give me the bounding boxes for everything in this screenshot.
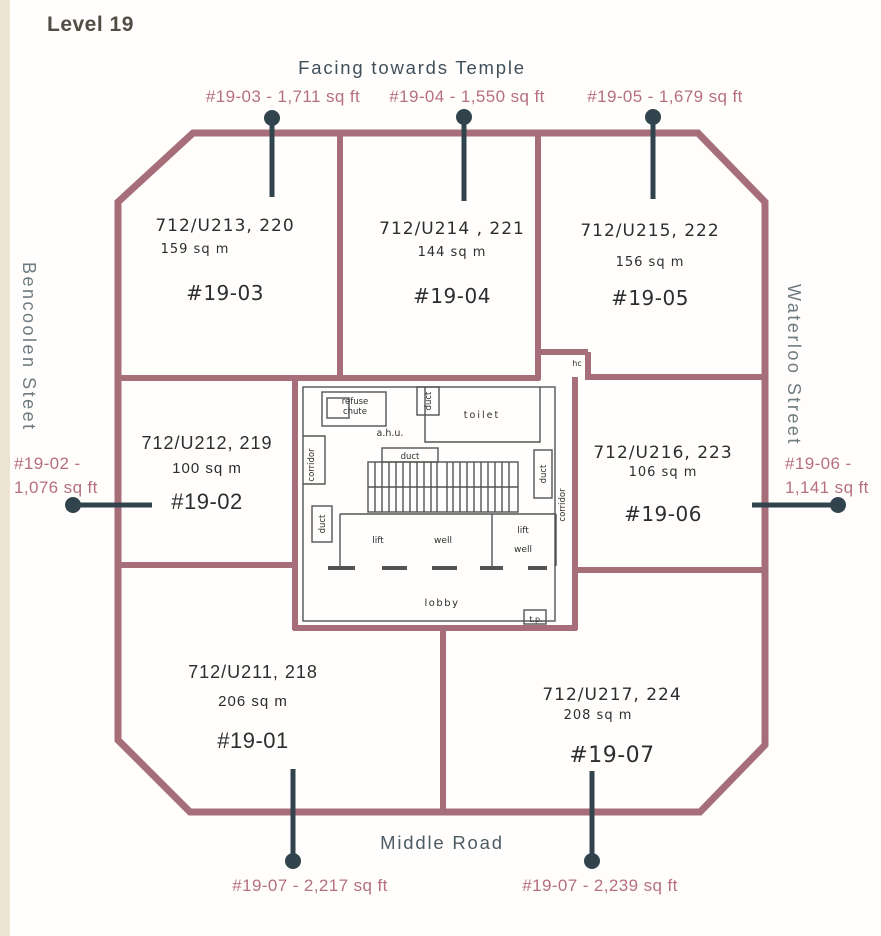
callout-19-06-line2: 1,141 sq ft: [785, 478, 869, 497]
core-label-tp: t.p.: [529, 615, 542, 624]
unit-19-06-number: #19-06: [624, 502, 702, 526]
unit-19-03-strata: 712/U213, 220: [155, 216, 295, 236]
core-label-duct-mid: duct: [401, 452, 420, 462]
unit-19-04: 712/U214 , 221 144 sq m #19-04: [342, 219, 562, 308]
callout-unit-19-06: #19-06 - 1,141 sq ft: [785, 452, 869, 500]
unit-19-01: 712/U211, 218 206 sq m #19-01: [143, 662, 363, 754]
unit-19-05-number: #19-05: [611, 286, 689, 310]
core-labels: refuse chute a.h.u. duct toilet duct duc…: [307, 359, 582, 624]
callout-unit-19-05: #19-05 - 1,679 sq ft: [587, 87, 743, 106]
unit-19-02-area: 100 sq m: [172, 460, 242, 477]
pin-bottom-right: [584, 771, 600, 869]
core-label-corridor-right: corridor: [558, 488, 568, 522]
core-label-ahu: a.h.u.: [377, 428, 404, 439]
unit-19-06-strata: 712/U216, 223: [593, 443, 733, 463]
street-label-right: Waterloo Street: [784, 284, 804, 446]
callout-pins: [65, 109, 846, 869]
unit-19-02: 712/U212, 219 100 sq m #19-02: [97, 433, 317, 515]
unit-19-05: 712/U215, 222 156 sq m #19-05: [540, 221, 760, 310]
unit-19-03-area: 159 sq m: [160, 242, 230, 257]
callout-19-02-line1: #19-02 -: [14, 454, 81, 473]
core-label-hc: hc: [572, 359, 581, 368]
unit-19-02-strata: 712/U212, 219: [141, 433, 273, 453]
page-title: Level 19: [47, 13, 134, 36]
unit-19-07-area: 208 sq m: [563, 708, 633, 723]
core-label-well: well: [434, 536, 452, 546]
unit-19-03: 712/U213, 220 159 sq m #19-03: [115, 216, 335, 305]
callout-bottom-right: #19-07 - 2,239 sq ft: [522, 876, 678, 895]
unit-19-02-number: #19-02: [171, 489, 243, 514]
unit-19-06-area: 106 sq m: [628, 465, 698, 480]
unit-19-01-area: 206 sq m: [218, 693, 288, 710]
unit-walls: [114, 129, 769, 816]
callout-19-02-line2: 1,076 sq ft: [14, 478, 98, 497]
street-label-left: Bencoolen Steet: [19, 262, 39, 432]
pin-19-06: [752, 497, 846, 513]
pin-19-03: [264, 110, 280, 197]
pin-19-05: [645, 109, 661, 199]
unit-19-07: 712/U217, 224 208 sq m #19-07: [502, 685, 722, 768]
core-label-duct-top: duct: [424, 391, 434, 410]
pin-19-02: [65, 497, 152, 513]
pin-bottom-left: [285, 769, 301, 869]
unit-19-01-strata: 712/U211, 218: [188, 662, 318, 682]
unit-19-07-strata: 712/U217, 224: [542, 685, 682, 705]
unit-19-04-area: 144 sq m: [417, 245, 487, 260]
unit-19-05-area: 156 sq m: [615, 255, 685, 270]
unit-19-01-number: #19-01: [217, 728, 289, 753]
building-outline: [114, 129, 769, 816]
core-label-duct-left: duct: [318, 514, 328, 533]
callout-unit-19-04: #19-04 - 1,550 sq ft: [389, 87, 545, 106]
unit-19-03-number: #19-03: [186, 281, 264, 305]
page-edge-strip: [0, 0, 10, 936]
core-label-refuse: refuse: [342, 397, 369, 407]
callout-unit-19-03: #19-03 - 1,711 sq ft: [205, 87, 361, 106]
core-label-liftwell-2: well: [514, 545, 532, 555]
callout-bottom-left: #19-07 - 2,217 sq ft: [232, 876, 388, 895]
road-label-bottom: Middle Road: [380, 832, 504, 853]
orientation-label-top: Facing towards Temple: [298, 57, 526, 78]
unit-19-05-strata: 712/U215, 222: [580, 221, 720, 241]
core-label-toilet: toilet: [464, 410, 500, 421]
callout-19-06-line1: #19-06 -: [785, 454, 852, 473]
unit-19-04-number: #19-04: [413, 284, 491, 308]
core-label-lobby: lobby: [424, 598, 459, 609]
unit-19-07-number: #19-07: [569, 743, 655, 768]
unit-19-06: 712/U216, 223 106 sq m #19-06: [553, 443, 773, 526]
core-label-corridor-left: corridor: [307, 448, 317, 482]
core-drawing: [302, 386, 557, 625]
core-label-liftwell-1: lift: [517, 526, 529, 536]
core-label-duct-right: duct: [539, 464, 549, 483]
callout-unit-19-02: #19-02 - 1,076 sq ft: [14, 452, 98, 500]
pin-19-04: [456, 109, 472, 201]
core-label-lift: lift: [372, 536, 384, 546]
unit-19-04-strata: 712/U214 , 221: [379, 219, 525, 239]
core-label-chute: chute: [343, 407, 367, 417]
